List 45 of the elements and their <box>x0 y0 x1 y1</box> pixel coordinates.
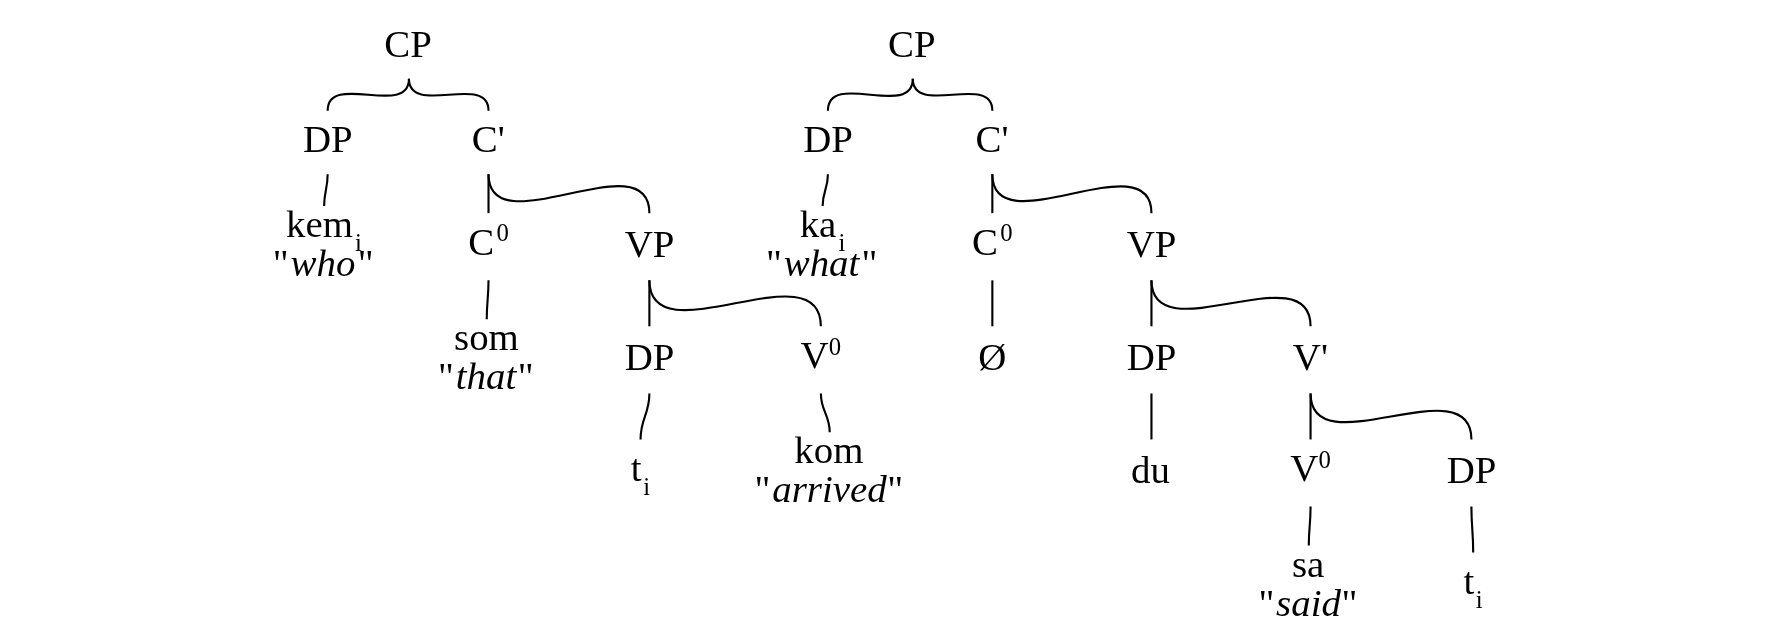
node-text: VP <box>1126 221 1177 265</box>
node-text: CP <box>888 21 936 65</box>
connector <box>991 174 1153 214</box>
connector <box>1150 280 1312 327</box>
connector <box>1309 393 1473 440</box>
node-text: DP <box>1126 334 1177 378</box>
node-text: V$^{0}$ <box>1290 445 1331 490</box>
connector <box>1150 393 1153 440</box>
node-text: C' <box>975 117 1009 161</box>
connector <box>1150 280 1153 327</box>
node-text: sa "said" <box>1258 541 1358 624</box>
node-text: kem$_{i}$ "who" <box>272 202 374 285</box>
node-text: DP <box>624 334 675 378</box>
node-text: V' <box>1292 334 1328 378</box>
node-text: DP <box>302 117 353 161</box>
node-text: C' <box>471 117 505 161</box>
connector <box>1309 393 1312 440</box>
connector <box>485 280 490 320</box>
connector <box>487 174 651 214</box>
node-text: CP <box>384 21 432 65</box>
node-text: t$_{i}$ <box>630 446 651 500</box>
connector <box>648 280 651 327</box>
connector <box>1307 506 1312 546</box>
connector <box>911 78 994 111</box>
node-text: t$_{i}$ <box>1463 559 1483 613</box>
node-text: V$^{0}$ <box>800 332 842 377</box>
node-text: som "that" <box>438 315 534 398</box>
node-text: du <box>1131 447 1170 491</box>
node-text: C$^{0}$ <box>468 219 509 263</box>
connector <box>1470 506 1475 553</box>
node-text: Ø <box>978 334 1007 378</box>
connector <box>407 78 490 111</box>
connector <box>639 393 651 440</box>
node-text: C$^{0}$ <box>972 219 1013 263</box>
node-text: DP <box>1446 447 1497 491</box>
node-text: ka$_{i}$ "what" <box>766 202 878 285</box>
node-text: VP <box>624 221 675 265</box>
connector <box>487 174 490 214</box>
connector <box>991 280 994 327</box>
connector <box>323 174 329 207</box>
connector <box>648 280 822 327</box>
connector <box>821 174 829 207</box>
node-text: kom "arrived" <box>754 428 904 511</box>
connector <box>819 393 831 433</box>
node-text: DP <box>803 117 853 161</box>
